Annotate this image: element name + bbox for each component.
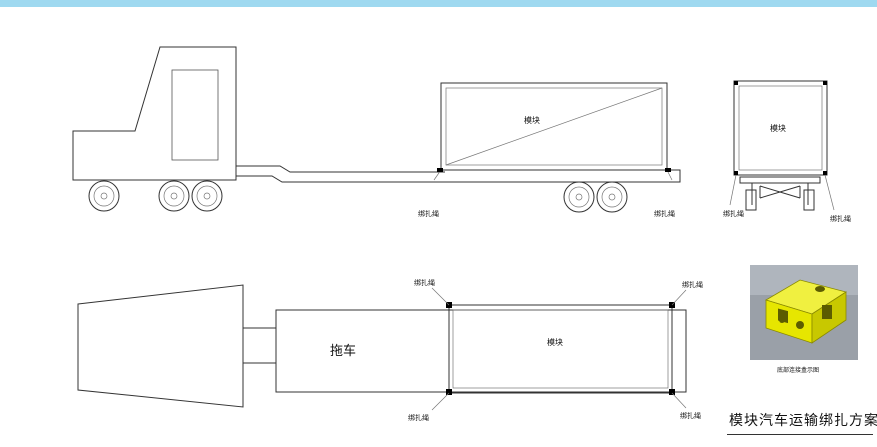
lashing-line: [671, 392, 687, 409]
lashing-label: 绑扎绳: [682, 280, 703, 289]
lashing-line: [431, 392, 450, 411]
lashing-point: [665, 168, 671, 172]
lashing-line: [824, 174, 835, 211]
plan-title: 模块汽车运输绑扎方案: [729, 413, 877, 429]
module-label-plan: 模块: [547, 337, 563, 347]
lashing-line: [729, 174, 737, 206]
end-wheel: [745, 189, 757, 211]
plan-title-block: 模块汽车运输绑扎方案: [723, 404, 877, 444]
module-end: [733, 80, 828, 176]
corner-fitting: [823, 81, 827, 85]
lashing-line: [671, 289, 687, 306]
corner-fitting: [823, 171, 827, 175]
lashing-label: 绑扎绳: [680, 411, 701, 420]
corner-fitting: [734, 171, 738, 175]
truck-cab: [72, 46, 237, 181]
lashing-label: 绑扎绳: [830, 214, 851, 223]
lashing-line: [431, 287, 450, 306]
corner-fitting: [669, 389, 675, 395]
module-side-inner: [445, 87, 663, 166]
tractor-label: 拖车: [330, 343, 356, 359]
module-label-end: 模块: [770, 123, 786, 133]
top-accent-bar: [0, 0, 877, 7]
plan-coupling: [242, 327, 277, 364]
end-wheel: [803, 189, 815, 211]
end-undercarriage: [739, 176, 821, 205]
cab-window: [171, 69, 219, 161]
plan-view: 拖车 模块 绑扎绳 绑扎绳 绑扎绳 绑扎绳: [77, 278, 703, 422]
corner-fitting: [734, 81, 738, 85]
module-end-inner: [738, 85, 823, 171]
bottom-connector-3d-icon: [750, 265, 858, 360]
module-label-side: 模块: [524, 115, 540, 125]
module-diagonal: [445, 87, 663, 166]
module-side: [440, 82, 668, 171]
lashing-label: 绑扎绳: [654, 209, 675, 218]
truck-wheels: [88, 180, 223, 212]
corner-fitting: [446, 389, 452, 395]
trailer-deck: [445, 169, 681, 183]
lashing-label: 绑扎绳: [408, 413, 429, 422]
lashing-point: [437, 168, 443, 172]
side-view: 模块 绑扎绳 绑扎绳: [72, 46, 681, 218]
lashing-label: 绑扎绳: [723, 209, 744, 218]
lashing-label: 绑扎绳: [418, 209, 439, 218]
plan-module: [448, 304, 673, 394]
plan-module-inner: [452, 309, 669, 389]
bottom-fitting-caption: 底部连接盒示图: [777, 366, 819, 374]
trailer-wheels: [563, 181, 628, 213]
title-underline: [727, 434, 873, 435]
end-view: 模块 绑扎绳 绑扎绳: [723, 80, 851, 223]
lashing-label: 绑扎绳: [414, 278, 435, 287]
trailer-gooseneck: [236, 165, 445, 183]
plan-cab: [77, 284, 244, 408]
